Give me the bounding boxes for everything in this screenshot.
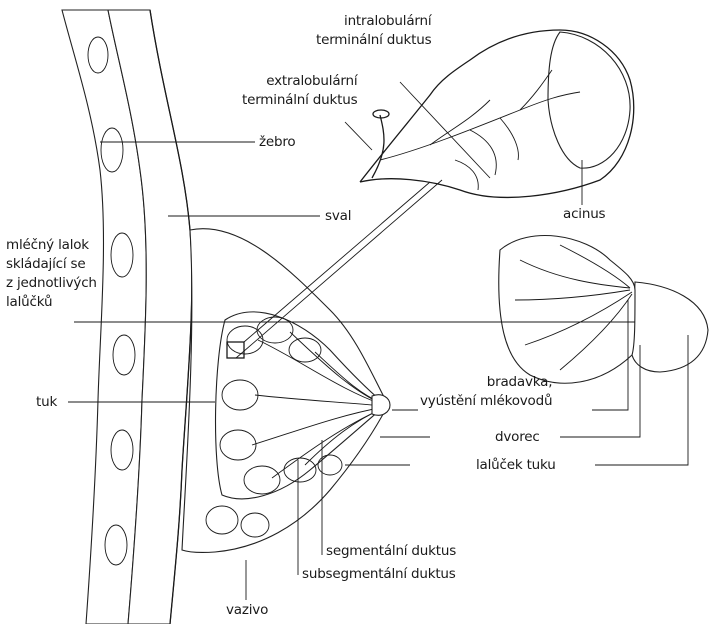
label-intralobular-duct: intralobulární terminální duktus: [316, 12, 431, 50]
label-subsegmental-duct: subsegmentální duktus: [302, 565, 456, 584]
breast-body: [182, 229, 390, 553]
label-nipple: bradavka, vyústění mlékovodů: [420, 373, 552, 411]
label-line: terminální duktus: [242, 91, 357, 110]
label-line: z jednotlivých: [6, 274, 97, 293]
label-fat-lobule: lalůček tuku: [476, 456, 556, 475]
label-milk-lobe: mléčný lalok skládající se z jednotlivýc…: [6, 236, 97, 312]
label-segmental-duct: segmentální duktus: [326, 542, 456, 561]
nipple-inset: [499, 236, 708, 384]
label-acinus: acinus: [563, 205, 605, 224]
label-extralobular-duct: extralobulární terminální duktus: [242, 72, 357, 110]
label-line: intralobulární: [316, 12, 431, 31]
nipple-shape: [372, 395, 390, 416]
lobule-inset: [360, 30, 634, 197]
acinus-cluster: [548, 32, 630, 168]
label-rib: žebro: [259, 133, 295, 152]
label-connective-tissue: vazivo: [226, 601, 268, 620]
label-fat: tuk: [36, 393, 57, 412]
chest-wall: [62, 10, 192, 624]
label-line: lalůčků: [6, 293, 97, 312]
label-line: mléčný lalok: [6, 236, 97, 255]
label-line: bradavka,: [420, 373, 552, 392]
label-muscle: sval: [325, 207, 351, 226]
label-line: terminální duktus: [316, 31, 431, 50]
label-line: skládající se: [6, 255, 97, 274]
label-line: vyústění mlékovodů: [420, 392, 552, 411]
label-line: extralobulární: [242, 72, 357, 91]
label-areola: dvorec: [495, 428, 540, 447]
